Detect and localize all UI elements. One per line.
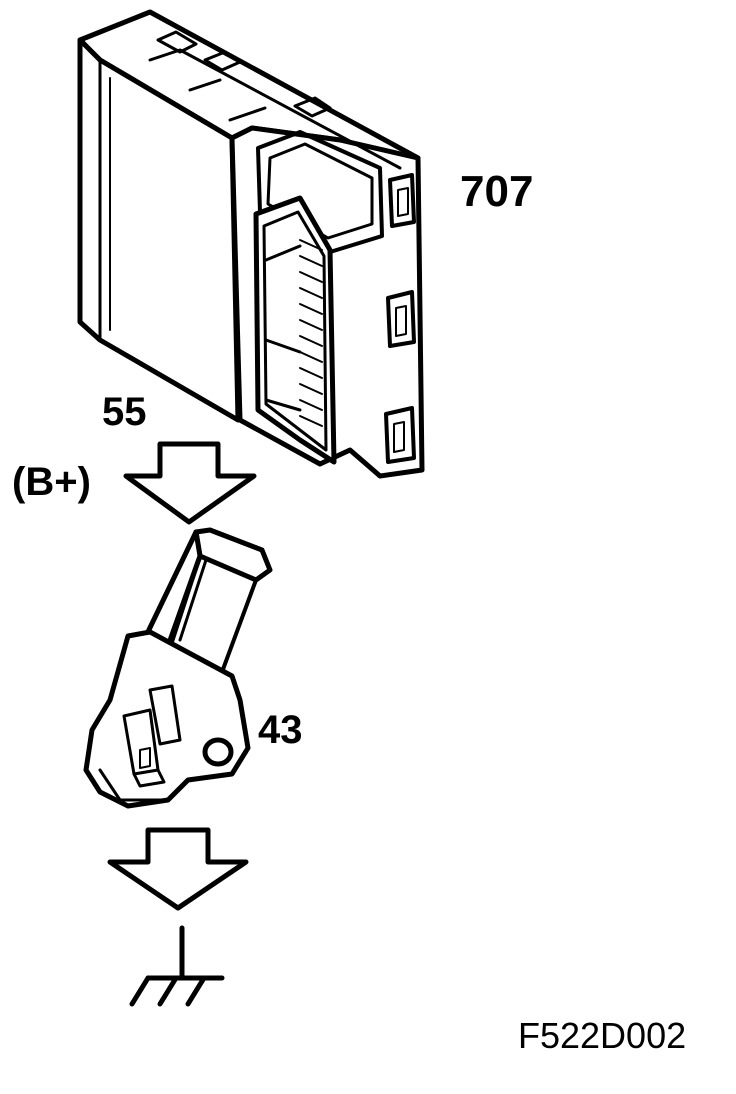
figure-code: F522D002 (518, 1015, 687, 1056)
ground-arrow-icon (107, 827, 249, 911)
sensor-label: 43 (258, 708, 303, 752)
wire-label: 55 (102, 390, 147, 434)
chassis-ground-icon (129, 925, 225, 1007)
control-module-icon (77, 9, 425, 479)
supply-arrow-icon (123, 441, 257, 525)
sensor-switch-icon (83, 527, 273, 809)
module-label: 707 (460, 167, 534, 216)
supply-label: (B+) (12, 460, 91, 504)
